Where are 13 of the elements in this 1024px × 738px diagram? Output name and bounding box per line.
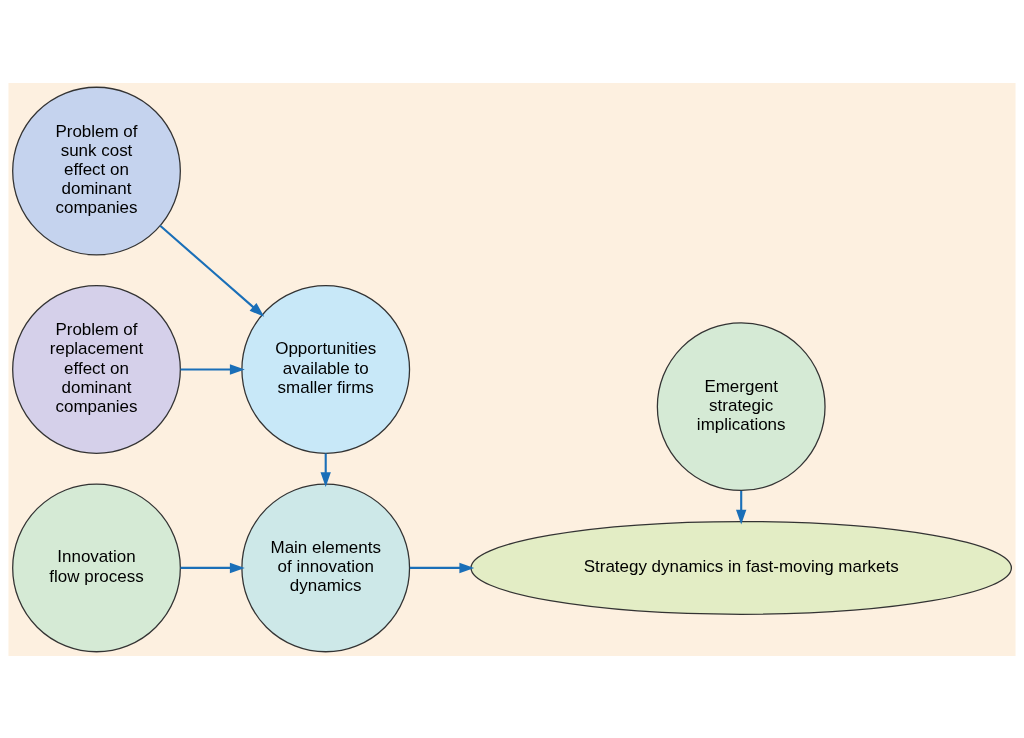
node-circle: Innovation flow process bbox=[12, 482, 181, 652]
arrow bbox=[409, 562, 475, 573]
node-circle: Opportunities available to smaller firms bbox=[241, 284, 411, 454]
arrow bbox=[736, 490, 747, 524]
arrow bbox=[180, 562, 245, 573]
node-circle: Problem of sunk cost effect on dominant companies bbox=[12, 86, 181, 256]
node-circle: Problem of replacement effect on dominant companies bbox=[12, 284, 181, 454]
arrow bbox=[320, 452, 331, 487]
arrow bbox=[180, 363, 245, 375]
node-ellipse: Strategy dynamics in fast-moving markets bbox=[470, 520, 1012, 615]
node-circle: Main elements of innovation dynamics bbox=[241, 482, 411, 652]
node-circle: Emergent strategic implications bbox=[656, 321, 826, 491]
arrow bbox=[159, 224, 265, 317]
